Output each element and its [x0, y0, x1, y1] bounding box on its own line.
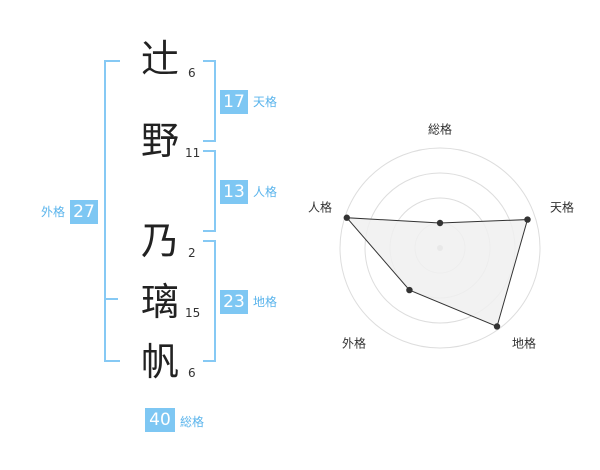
stroke-count-2: 11	[185, 146, 201, 160]
radar-point	[524, 216, 531, 223]
stroke-count-1: 6	[188, 66, 196, 80]
radar-axis-label: 総格	[428, 122, 452, 137]
name-char-4: 璃	[140, 280, 179, 324]
chi-value-badge: 23	[220, 290, 248, 314]
chi-bracket	[203, 240, 216, 362]
total-label: 総格	[180, 415, 205, 429]
name-char-3: 乃	[140, 219, 179, 263]
stroke-count-5: 6	[188, 366, 196, 380]
radar-point	[343, 214, 350, 221]
jin-value-badge: 13	[220, 180, 248, 204]
chi-label: 地格	[253, 295, 278, 309]
jin-label: 人格	[253, 185, 278, 199]
stroke-count-3: 2	[188, 246, 196, 260]
jin-bracket	[203, 150, 216, 232]
radar-point	[493, 323, 501, 330]
ten-bracket	[203, 60, 216, 142]
radar-axis-label: 人格	[308, 200, 332, 215]
radar-point	[436, 219, 444, 227]
radar-grid-ring	[339, 147, 541, 349]
name-char-2: 野	[140, 119, 179, 163]
name-char-5: 帆	[140, 340, 179, 384]
radar-axis-label: 天格	[550, 200, 574, 215]
name-char-1: 辻	[140, 37, 179, 81]
ten-value-badge: 17	[220, 90, 248, 114]
stroke-count-4: 15	[185, 306, 201, 320]
gai-value-badge: 27	[70, 200, 98, 224]
gai-label: 外格	[41, 205, 66, 219]
ten-label: 天格	[253, 95, 278, 109]
radar-point	[406, 286, 413, 294]
radar-value-polygon	[345, 217, 529, 328]
radar-axis-label: 外格	[342, 336, 366, 351]
outer-bracket	[104, 60, 120, 362]
total-value-badge: 40	[145, 408, 175, 432]
outer-bracket-tick	[104, 298, 118, 300]
radar-axis-label: 地格	[512, 336, 536, 351]
